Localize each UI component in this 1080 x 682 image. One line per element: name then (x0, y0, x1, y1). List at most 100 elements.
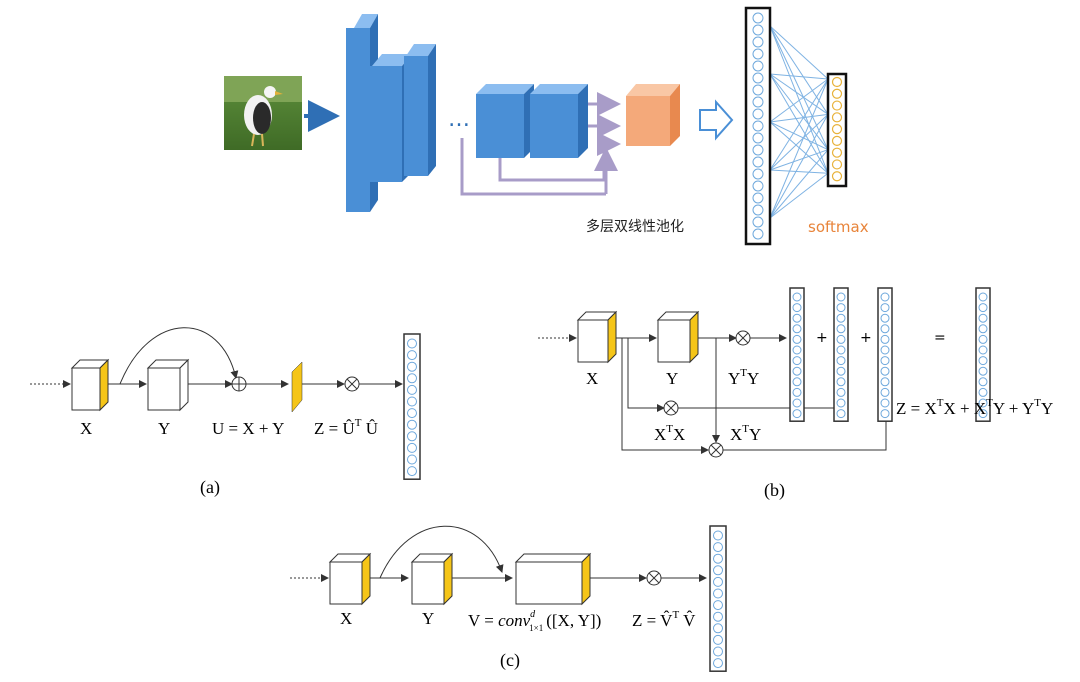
neuron-icon (713, 634, 723, 645)
neuron-icon (407, 408, 417, 419)
ellipsis-dots: … (448, 107, 470, 132)
panel-a-caption: (a) (200, 477, 220, 498)
bilinear-pool-block (626, 84, 680, 146)
panel-b-yty-label: YTY (728, 367, 759, 388)
neuron-icon (880, 334, 890, 344)
neuron-icon (978, 303, 988, 313)
panel-a-z-equation: Z = ÛT Û (314, 417, 378, 438)
panel-b-vector-xty (877, 287, 893, 422)
neuron-icon (792, 303, 802, 313)
panel-a: X Y U = X + Y Z = ÛT Û (a) (30, 327, 421, 498)
neuron-icon (978, 366, 988, 376)
neuron-icon (752, 60, 764, 72)
panel-a-y-label: Y (158, 419, 170, 438)
softmax-neuron-icon (831, 147, 843, 158)
neuron-icon (407, 373, 417, 384)
panel-b-mult-op-yty (735, 330, 751, 346)
neuron-icon (978, 334, 988, 344)
neuron-icon (407, 431, 417, 442)
neuron-icon (880, 366, 890, 376)
neuron-icon (407, 454, 417, 465)
panel-b-caption: (b) (764, 480, 785, 501)
neuron-icon (880, 387, 890, 397)
neuron-icon (880, 356, 890, 366)
panel-b-mult-op-xty (708, 442, 724, 458)
panel-b-xty-label: XTY (730, 423, 761, 444)
neuron-icon (978, 398, 988, 408)
neuron-icon (752, 12, 764, 24)
neuron-icon (713, 611, 723, 622)
panel-a-cube-y (146, 358, 190, 412)
panel-a-add-op (231, 376, 247, 392)
panel-c-caption: (c) (500, 650, 520, 671)
neuron-icon (713, 658, 723, 669)
neuron-icon (792, 324, 802, 334)
neuron-icon (836, 313, 846, 323)
neuron-icon (713, 646, 723, 657)
panel-b-cube-x (576, 310, 618, 364)
neuron-icon (752, 228, 764, 240)
softmax-neuron-icon (831, 159, 843, 170)
neuron-icon (713, 542, 723, 553)
pool-arrow-4 (460, 138, 606, 196)
neuron-icon (836, 324, 846, 334)
neuron-icon (752, 120, 764, 132)
neuron-icon (752, 84, 764, 96)
fully-connected-layer (744, 6, 848, 246)
neuron-icon (752, 72, 764, 84)
neuron-icon (792, 313, 802, 323)
conv-layer-5 (530, 84, 588, 158)
panel-c-x-label: X (340, 609, 352, 628)
neuron-icon (407, 442, 417, 453)
panel-b-vector-xtx (833, 287, 849, 422)
panel-b-plus-1: + (816, 330, 828, 346)
softmax-neuron-icon (831, 171, 843, 182)
neuron-icon (836, 377, 846, 387)
neuron-icon (978, 377, 988, 387)
fc-connections (769, 25, 829, 219)
neuron-icon (752, 180, 764, 192)
neuron-icon (836, 366, 846, 376)
pooling-label: 多层双线性池化 (586, 218, 684, 235)
panel-c-cube-x (328, 552, 372, 606)
neuron-icon (752, 156, 764, 168)
softmax-neuron-icon (831, 112, 843, 123)
panel-a-output-vector (403, 333, 421, 480)
softmax-neuron-icon (831, 88, 843, 99)
neuron-icon (792, 398, 802, 408)
neuron-icon (752, 132, 764, 144)
neuron-icon (880, 324, 890, 334)
softmax-neuron-icon (831, 124, 843, 135)
neuron-icon (752, 144, 764, 156)
neuron-icon (407, 384, 417, 395)
neuron-icon (978, 292, 988, 302)
neuron-icon (978, 409, 988, 419)
panel-b-vector-z (975, 287, 991, 422)
panel-b-plus-2: + (860, 330, 872, 346)
neuron-icon (407, 396, 417, 407)
neuron-icon (713, 553, 723, 564)
softmax-neuron-icon (831, 100, 843, 111)
panel-b-x-label: X (586, 369, 598, 388)
panel-b-cube-y (656, 310, 700, 364)
hollow-arrow (699, 99, 734, 141)
softmax-neuron-icon (831, 76, 843, 88)
neuron-icon (752, 216, 764, 228)
neuron-icon (880, 313, 890, 323)
neuron-icon (792, 292, 802, 302)
panel-c-output-vector (709, 525, 727, 672)
neuron-icon (792, 366, 802, 376)
neuron-icon (978, 387, 988, 397)
panel-b-xtx-label: XTX (654, 423, 685, 444)
panel-c-z-equation: Z = V̂T V̂ (632, 609, 696, 630)
softmax-label: softmax (808, 218, 869, 236)
neuron-icon (836, 334, 846, 344)
neuron-icon (836, 409, 846, 419)
neuron-icon (792, 409, 802, 419)
neuron-icon (713, 623, 723, 634)
neuron-icon (880, 345, 890, 355)
neuron-icon (978, 313, 988, 323)
panel-c-cube-y (410, 552, 454, 606)
neuron-icon (836, 356, 846, 366)
pool-arrow-3 (498, 132, 621, 182)
